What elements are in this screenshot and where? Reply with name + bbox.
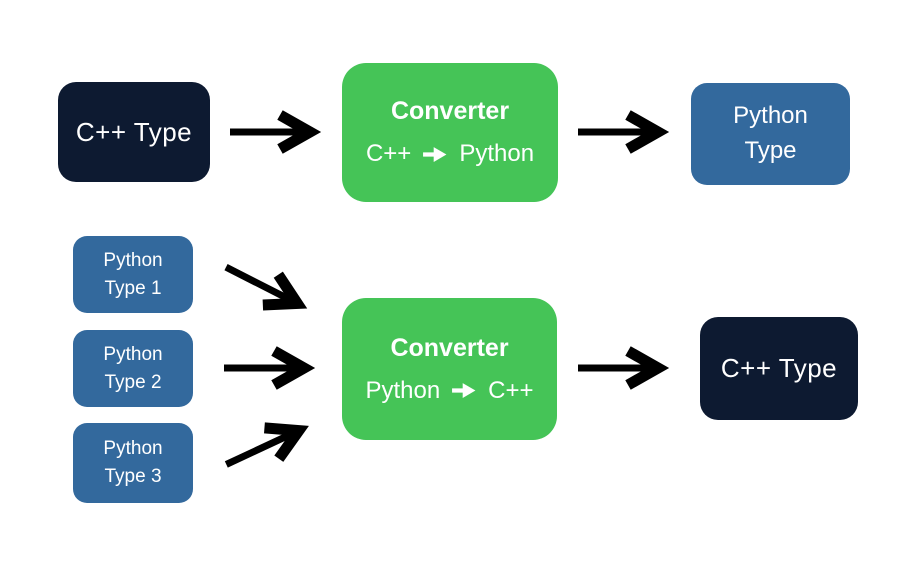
cpp-type-output-box: C++ Type — [700, 317, 858, 420]
converter-source-label: Python — [365, 376, 441, 404]
right-arrow-icon — [451, 382, 477, 399]
cpp-type-output-label: C++ Type — [720, 353, 838, 383]
converter-direction: Python C++ — [365, 377, 533, 405]
python-type-3-label: Python Type 3 — [103, 438, 163, 487]
converter-direction: C++ Python — [366, 140, 534, 168]
converter-python-to-cpp-box: Converter Python C++ — [342, 298, 557, 440]
up-right-arrow-icon — [215, 405, 321, 485]
converter-source-label: C++ — [365, 140, 412, 167]
python-type-1-label: Python Type 1 — [103, 249, 163, 299]
down-right-arrow-icon — [214, 247, 320, 330]
right-arrow-icon — [576, 346, 672, 390]
converter-title: Converter — [390, 97, 510, 125]
python-type-output-box: Python Type — [691, 83, 850, 185]
python-type-2-box: Python Type 2 — [73, 330, 193, 407]
right-arrow-icon — [228, 110, 324, 154]
converter-cpp-to-python-box: Converter C++ Python — [342, 63, 558, 202]
right-arrow-icon — [576, 110, 672, 154]
converter-title: Converter — [390, 333, 509, 362]
right-arrow-icon — [222, 346, 318, 390]
python-type-2-label: Python Type 2 — [103, 343, 163, 393]
converter-target-label: C++ — [488, 376, 534, 404]
python-type-output-label: Python Type — [733, 102, 808, 164]
python-type-3-box: Python Type 3 — [73, 423, 193, 503]
right-arrow-icon — [422, 146, 448, 163]
converter-target-label: Python — [459, 140, 535, 167]
python-type-1-box: Python Type 1 — [73, 236, 193, 313]
cpp-type-input-box: C++ Type — [58, 82, 210, 182]
cpp-type-input-label: C++ Type — [75, 116, 193, 147]
